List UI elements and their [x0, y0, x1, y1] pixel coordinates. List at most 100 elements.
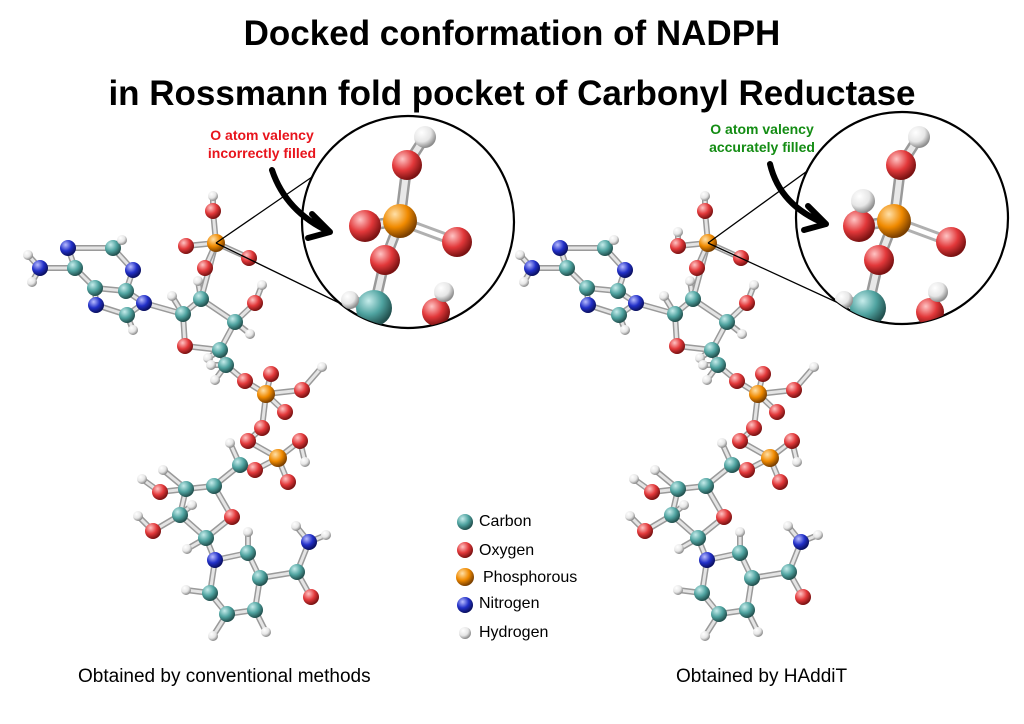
molecule-haddit — [515, 191, 823, 641]
hydrogen-atom — [737, 329, 747, 339]
hydrogen-atom — [187, 500, 197, 510]
callout-correct-line-2: accurately filled — [709, 139, 815, 155]
caption-conventional: Obtained by conventional methods — [78, 666, 371, 687]
zoom-inset-correct — [707, 110, 1010, 326]
phosphorus-atom — [761, 449, 779, 467]
carbon-atom — [690, 530, 706, 546]
nitrogen-atom — [552, 240, 568, 256]
molecule-conventional — [23, 191, 331, 641]
hydrogen-atom — [700, 191, 710, 201]
oxygen-atom — [177, 338, 193, 354]
carbon-atom — [105, 240, 121, 256]
hydrogen-atom — [321, 530, 331, 540]
carbon-atom — [67, 260, 83, 276]
carbon-atom — [670, 481, 686, 497]
hydrogen-atom — [261, 627, 271, 637]
nitrogen-atom — [628, 295, 644, 311]
carbon-atom — [611, 307, 627, 323]
oxygen-atom — [370, 245, 400, 275]
legend-label-carbon: Carbon — [479, 513, 532, 530]
oxygen-atom — [864, 245, 894, 275]
hydrogen-atom — [128, 325, 138, 335]
oxygen-atom — [697, 203, 713, 219]
nitrogen-atom — [580, 297, 596, 313]
legend-phosphorus-swatch — [456, 568, 474, 586]
oxygen-atom — [739, 462, 755, 478]
oxygen-atom — [936, 227, 966, 257]
hydrogen-atom — [620, 325, 630, 335]
oxygen-atom — [716, 509, 732, 525]
hydrogen-atom — [835, 291, 853, 309]
phosphorus-atom — [257, 385, 275, 403]
oxygen-atom — [442, 227, 472, 257]
oxygen-atom — [843, 210, 875, 242]
hydrogen-atom — [158, 465, 168, 475]
oxygen-atom — [746, 420, 762, 436]
hydrogen-atom — [717, 438, 727, 448]
hydrogen-atom — [515, 250, 525, 260]
hydrogen-atom — [210, 375, 220, 385]
phosphorus-atom — [877, 204, 911, 238]
carbon-atom — [739, 602, 755, 618]
hydrogen-atom — [182, 544, 192, 554]
carbon-atom — [219, 606, 235, 622]
carbon-atom — [732, 545, 748, 561]
oxygen-atom — [349, 210, 381, 242]
hydrogen-atom — [650, 465, 660, 475]
oxygen-atom — [277, 404, 293, 420]
oxygen-atom — [152, 484, 168, 500]
zoom-content — [835, 126, 966, 324]
curved-arrow-icon — [767, 161, 829, 233]
nitrogen-atom — [136, 295, 152, 311]
oxygen-atom — [916, 298, 944, 324]
carbon-atom — [206, 478, 222, 494]
carbon-atom — [597, 240, 613, 256]
carbon-atom — [227, 314, 243, 330]
hydrogen-atom — [117, 235, 127, 245]
zoom-inset-incorrect — [215, 114, 516, 330]
oxygen-atom — [247, 295, 263, 311]
hydrogen-atom — [193, 276, 203, 286]
callout-incorrect-line-1: O atom valency — [210, 127, 314, 143]
hydrogen-atom — [928, 282, 948, 302]
oxygen-atom — [240, 433, 256, 449]
oxygen-atom — [224, 509, 240, 525]
callout-incorrect: O atom valency incorrectly filled — [172, 126, 352, 162]
oxygen-atom — [755, 366, 771, 382]
hydrogen-atom — [341, 291, 359, 309]
carbon-atom — [781, 564, 797, 580]
hydrogen-atom — [813, 530, 823, 540]
oxygen-atom — [263, 366, 279, 382]
carbon-atom — [664, 507, 680, 523]
oxygen-atom — [303, 589, 319, 605]
oxygen-atom — [178, 238, 194, 254]
carbon-atom — [232, 457, 248, 473]
oxygen-atom — [795, 589, 811, 605]
oxygen-atom — [886, 150, 916, 180]
oxygen-atom — [769, 404, 785, 420]
hydrogen-atom — [792, 457, 802, 467]
callout-incorrect-line-2: incorrectly filled — [207, 145, 317, 161]
oxygen-atom — [392, 150, 422, 180]
oxygen-atom — [241, 250, 257, 266]
carbon-atom — [559, 260, 575, 276]
phosphorus-atom — [383, 204, 417, 238]
hydrogen-atom — [243, 527, 253, 537]
oxygen-atom — [637, 523, 653, 539]
hydrogen-atom — [659, 291, 669, 301]
carbon-atom — [356, 290, 392, 326]
oxygen-atom — [197, 260, 213, 276]
hydrogen-atom — [414, 126, 436, 148]
hydrogen-atom — [137, 474, 147, 484]
title-line-2: in Rossmann fold pocket of Carbonyl Redu… — [108, 74, 916, 113]
carbon-atom — [118, 283, 134, 299]
carbon-atom — [694, 585, 710, 601]
nitrogen-atom — [125, 262, 141, 278]
hydrogen-atom — [609, 235, 619, 245]
carbon-atom — [202, 585, 218, 601]
nitrogen-atom — [793, 534, 809, 550]
oxygen-atom — [254, 420, 270, 436]
phosphorus-atom — [749, 385, 767, 403]
oxygen-atom — [786, 382, 802, 398]
carbon-atom — [119, 307, 135, 323]
